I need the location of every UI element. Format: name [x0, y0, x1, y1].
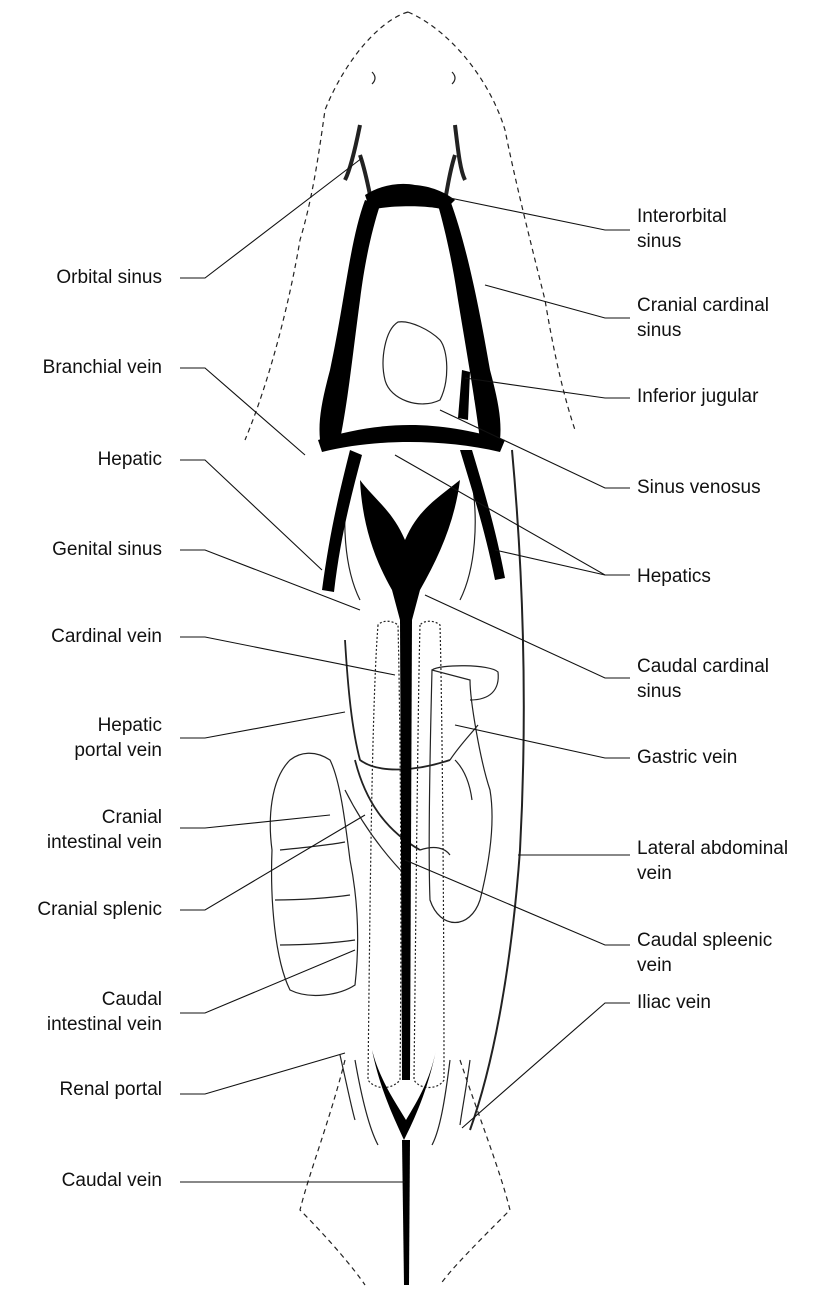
label-caudal-vein: Caudal vein — [62, 1168, 162, 1193]
leader-hepatic — [180, 460, 322, 570]
leader-iliac-vein — [462, 1003, 630, 1128]
label-branchial-vein: Branchial vein — [43, 355, 162, 380]
label-inferior-jugular: Inferior jugular — [637, 384, 758, 409]
stomach-opening — [432, 666, 498, 700]
leader-hepatics-b — [495, 550, 605, 575]
label-orbital-sinus: Orbital sinus — [56, 265, 162, 290]
orbital-vein-right — [446, 125, 465, 195]
leader-caudal-intestinal-vein — [180, 950, 355, 1013]
heart-outline — [383, 322, 447, 404]
cranial-cardinal-sinus-left — [319, 200, 380, 440]
leader-renal-portal — [180, 1053, 345, 1094]
hepatic-right-vein — [460, 450, 505, 580]
label-sinus-venosus: Sinus venosus — [637, 475, 761, 500]
leader-cranial-intestinal-vein — [180, 815, 330, 828]
nostril-left — [372, 72, 375, 84]
nostril-right — [452, 72, 455, 84]
label-genital-sinus: Genital sinus — [52, 537, 162, 562]
leader-orbital-sinus — [180, 158, 362, 278]
label-caudal-intestinal-vein: Caudal intestinal vein — [47, 987, 162, 1037]
label-cardinal-vein: Cardinal vein — [51, 624, 162, 649]
kidney-left — [368, 621, 401, 1087]
label-interorbital-sinus: Interorbital sinus — [637, 204, 727, 254]
label-caudal-spleenic-vein: Caudal spleenic vein — [637, 928, 772, 978]
label-cranial-intestinal-vein: Cranial intestinal vein — [47, 805, 162, 855]
label-iliac-vein: Iliac vein — [637, 990, 711, 1015]
label-hepatic-portal-vein: Hepatic portal vein — [74, 713, 162, 763]
caudal-vein-shape — [402, 1140, 410, 1285]
leader-gastric-vein — [455, 725, 630, 758]
label-cranial-splenic: Cranial splenic — [37, 897, 162, 922]
label-cranial-cardinal-sinus: Cranial cardinal sinus — [637, 293, 769, 343]
caudal-cardinal-sinus-shape — [360, 480, 460, 620]
label-caudal-cardinal-sinus: Caudal cardinal sinus — [637, 654, 769, 704]
gastric-vein — [450, 725, 478, 800]
intestine-outline — [270, 753, 357, 995]
leader-branchial-vein — [180, 368, 305, 455]
stomach-outline — [429, 670, 492, 923]
iliac-vein-left — [340, 1055, 378, 1145]
leader-cardinal-vein — [180, 637, 395, 675]
hepatic-left-vein — [322, 450, 362, 592]
leader-interorbital-sinus — [450, 198, 630, 230]
orbital-vein-left — [345, 125, 370, 195]
label-gastric-vein: Gastric vein — [637, 745, 737, 770]
inferior-jugular-shape — [458, 370, 470, 420]
label-hepatic: Hepatic — [98, 447, 162, 472]
leader-hepatic-portal-vein — [180, 712, 345, 738]
cranial-cardinal-sinus-right — [438, 200, 501, 440]
label-renal-portal: Renal portal — [60, 1077, 162, 1102]
cardinal-vein-shape — [400, 620, 412, 1080]
leader-cranial-cardinal-sinus — [485, 285, 630, 318]
label-hepatics: Hepatics — [637, 564, 711, 589]
sinus-venosus-shape — [318, 425, 505, 452]
label-lateral-abdominal-vein: Lateral abdominal vein — [637, 836, 788, 886]
